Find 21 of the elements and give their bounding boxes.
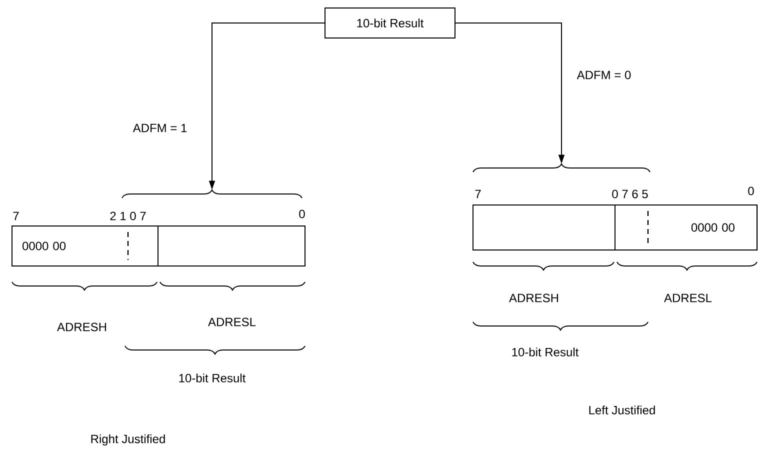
register-name: ADRESH [509, 294, 558, 302]
brace [122, 190, 302, 198]
register-cell [472, 204, 616, 250]
group-label: 10-bit Result [512, 348, 579, 356]
group-label: 10-bit Result [179, 374, 246, 382]
edge-label: ADFM = 1 [132, 124, 187, 132]
caption: Right Justified [91, 434, 165, 446]
result-box: 10-bit Result [324, 8, 456, 38]
bit-numbers: 0 7 6 5 [612, 190, 648, 198]
bit-number: 7 [475, 190, 481, 198]
register-cell [158, 226, 306, 266]
caption: Left Justified [589, 406, 655, 414]
register-name: ADRESH [57, 322, 106, 332]
register-cell: 0000 00 [12, 226, 158, 266]
brace [472, 164, 650, 172]
register-cell: 0000 00 [614, 204, 758, 250]
register-name: ADRESL [664, 294, 712, 302]
bit-numbers: 2 1 0 7 [110, 212, 146, 220]
register-name: ADRESL [208, 318, 256, 326]
edge-label: ADFM = 0 [576, 70, 631, 80]
bit-number: 0 [299, 210, 305, 218]
